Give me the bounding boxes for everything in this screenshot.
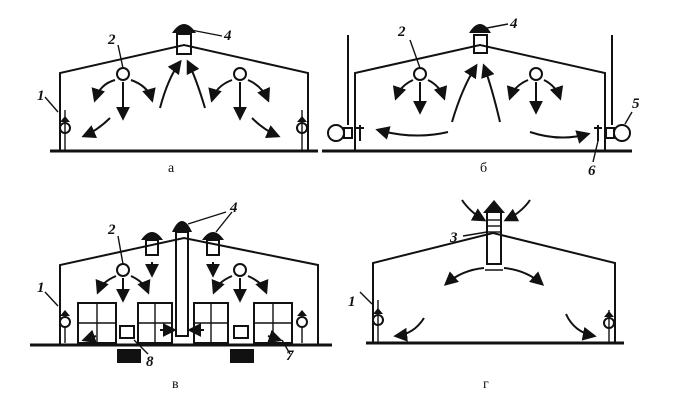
panel-g: 1 3 г — [348, 199, 624, 392]
manure-box-icon — [230, 325, 254, 363]
panel-b: 2 4 5 6 б — [322, 16, 640, 179]
airflow-arrows — [81, 262, 283, 344]
callout-8: 8 — [146, 354, 154, 370]
side-fan-icon — [605, 111, 633, 142]
callout-1: 1 — [37, 88, 45, 104]
panel-caption: г — [483, 377, 489, 392]
side-fan-icon — [327, 124, 353, 142]
inlet-valve-icon — [356, 125, 364, 141]
ceiling-fan-icon — [116, 67, 130, 81]
manure-box-icon — [117, 325, 141, 363]
exhaust-shaft-icon — [202, 232, 224, 256]
callout-5: 5 — [632, 96, 640, 112]
cage-block — [193, 302, 229, 344]
building-outline — [59, 43, 309, 151]
cage-block — [77, 302, 117, 344]
heater-icon — [359, 291, 384, 342]
callout-7: 7 — [286, 348, 294, 364]
ejector-shaft-icon — [462, 200, 505, 271]
panel-caption: в — [172, 377, 179, 392]
exhaust-shaft-icon — [469, 23, 509, 54]
airflow-arrows — [393, 199, 597, 342]
callout-1: 1 — [37, 280, 45, 296]
cage-block — [137, 302, 173, 344]
heater-icon — [603, 310, 615, 342]
callout-1: 1 — [348, 294, 356, 310]
heater-icon — [44, 291, 71, 343]
heater-icon — [296, 310, 308, 343]
ceiling-fan-icon — [233, 67, 247, 81]
callout-4: 4 — [509, 16, 518, 32]
panel-a: 1 2 4 а — [37, 24, 318, 176]
callout-4: 4 — [229, 200, 238, 216]
panel-caption: б — [480, 161, 487, 176]
exhaust-shaft-icon — [172, 24, 223, 55]
heater-icon — [296, 110, 308, 150]
panel-caption: а — [168, 161, 175, 176]
building-outline — [59, 236, 319, 345]
callout-4: 4 — [223, 28, 232, 44]
ceiling-fan-icon — [529, 67, 543, 81]
airflow-arrows — [81, 59, 281, 139]
central-exhaust-column — [172, 221, 192, 337]
callout-2: 2 — [397, 24, 406, 40]
heater-icon — [44, 96, 71, 150]
callout-2: 2 — [107, 222, 116, 238]
building-outline — [372, 231, 616, 343]
ceiling-fan-icon — [233, 263, 247, 277]
callout-6: 6 — [588, 163, 596, 179]
ceiling-fan-icon — [413, 67, 427, 81]
inlet-valve-icon — [592, 125, 602, 163]
exhaust-shaft-icon — [141, 232, 163, 256]
callout-2: 2 — [107, 32, 116, 48]
panel-v: 1 2 4 7 8 в — [30, 200, 332, 392]
building-outline — [354, 43, 606, 151]
airflow-arrows — [375, 63, 591, 144]
ceiling-fan-icon — [116, 263, 130, 277]
callout-3: 3 — [449, 230, 458, 246]
